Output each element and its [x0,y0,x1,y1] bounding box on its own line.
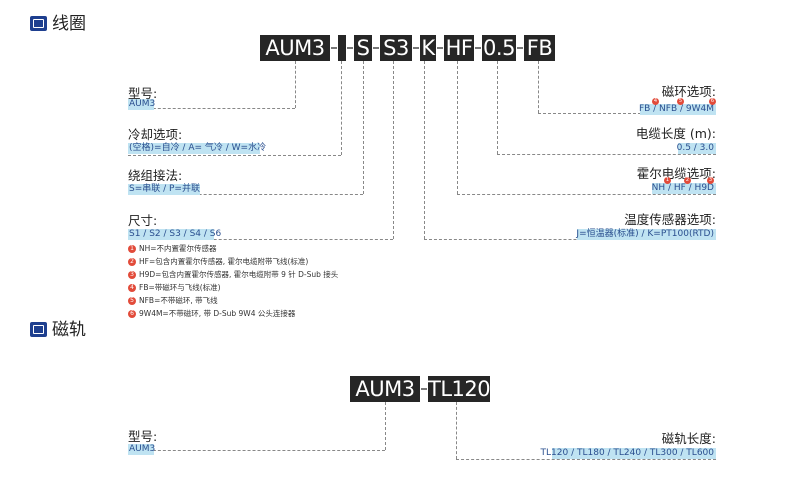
cooling-value: (空格)=自冷 / A= 气冷 / W=水冷 [129,143,267,153]
code-dash [331,47,337,49]
temp-sensor-highlight [577,229,716,240]
leader-line [363,61,364,194]
rail-part-number: AUM3 TL120 [350,376,510,402]
magnet-option-highlight [640,104,716,115]
rail-length-label: 磁轨长度: [661,431,716,446]
coil-section-title: 线圈 [52,14,86,34]
cable-length-label: 电缆长度 (m): [635,126,716,141]
code-size: S3 [380,35,412,61]
leader-line [456,459,716,460]
hall-cable-highlight [652,183,716,194]
leader-line [457,61,458,194]
rail-model-value: AUM3 [129,444,156,454]
model-label: 型号: [128,86,158,101]
code-cable-length: 0.5 [482,35,516,61]
coil-section-icon [30,16,47,31]
code-dash [475,47,481,49]
leader-line [456,402,457,459]
size-value-highlight [128,229,214,240]
winding-value-highlight [128,184,200,195]
temp-sensor-value: J=恒温器(标准) / K=PT100(RTD) [576,229,714,239]
cooling-label: 冷却选项: [128,127,183,142]
code-dash [517,47,523,49]
leader-line [128,108,295,109]
cable-length-highlight [678,143,716,154]
leader-line [341,61,342,155]
note-marker-5: 5 [677,98,684,105]
leader-line [497,61,498,154]
code-winding: S [354,35,372,61]
note-marker-3: 3 [707,177,714,184]
rail-section-title: 磁轨 [52,320,86,340]
note-marker-6: 6 [709,98,716,105]
hall-cable-value: NH / HF / H9D [651,183,714,193]
temp-sensor-label: 温度传感器选项: [624,212,716,227]
code-cooling [338,35,346,61]
note-marker-1: 1 [664,177,671,184]
leader-line [538,113,716,114]
rail-model-highlight [128,444,154,455]
size-value: S1 / S2 / S3 / S4 / S6 [129,229,222,239]
rail-model-label: 型号: [128,429,158,444]
leader-line [538,61,539,113]
magnet-option-label: 磁环选项: [661,84,716,99]
cable-length-value: 0.5 / 3.0 [676,143,714,153]
leader-line [128,450,385,451]
leader-line [128,194,363,195]
leader-line [128,155,341,156]
rail-length-highlight [552,448,716,459]
model-value: AUM3 [129,99,156,109]
code-dash [373,47,379,49]
leader-line [128,239,393,240]
leader-line [497,154,716,155]
rail-code-length: TL120 [428,376,491,402]
leader-line [424,239,716,240]
winding-value: S=串联 / P=并联 [129,184,200,194]
code-dash [347,47,353,49]
size-label: 尺寸: [128,213,158,228]
note-marker-2: 2 [684,177,691,184]
rail-section-icon [30,322,47,337]
code-hall: HF [444,35,474,61]
leader-line [295,61,296,108]
leader-line [393,61,394,239]
model-value-highlight [128,99,154,110]
leader-line [424,61,425,239]
rail-code-model: AUM3 [350,376,420,402]
code-dash [421,388,427,390]
leader-line [385,402,386,450]
code-magnet: FB [524,35,555,61]
note-marker-4: 4 [652,98,659,105]
magnet-option-value: FB / NFB / 9W4M [638,104,714,114]
code-dash [437,47,443,49]
hall-cable-label: 霍尔电缆选项: [636,166,716,181]
cooling-value-highlight [128,143,260,154]
code-dash [413,47,419,49]
winding-label: 绕组接法: [128,168,183,183]
coil-part-number: AUM3 S S3 K HF 0.5 FB [260,35,560,61]
leader-line [457,194,716,195]
code-model: AUM3 [260,35,330,61]
rail-length-value: TL120 / TL180 / TL240 / TL300 / TL600 [540,448,714,458]
code-temp: K [420,35,436,61]
